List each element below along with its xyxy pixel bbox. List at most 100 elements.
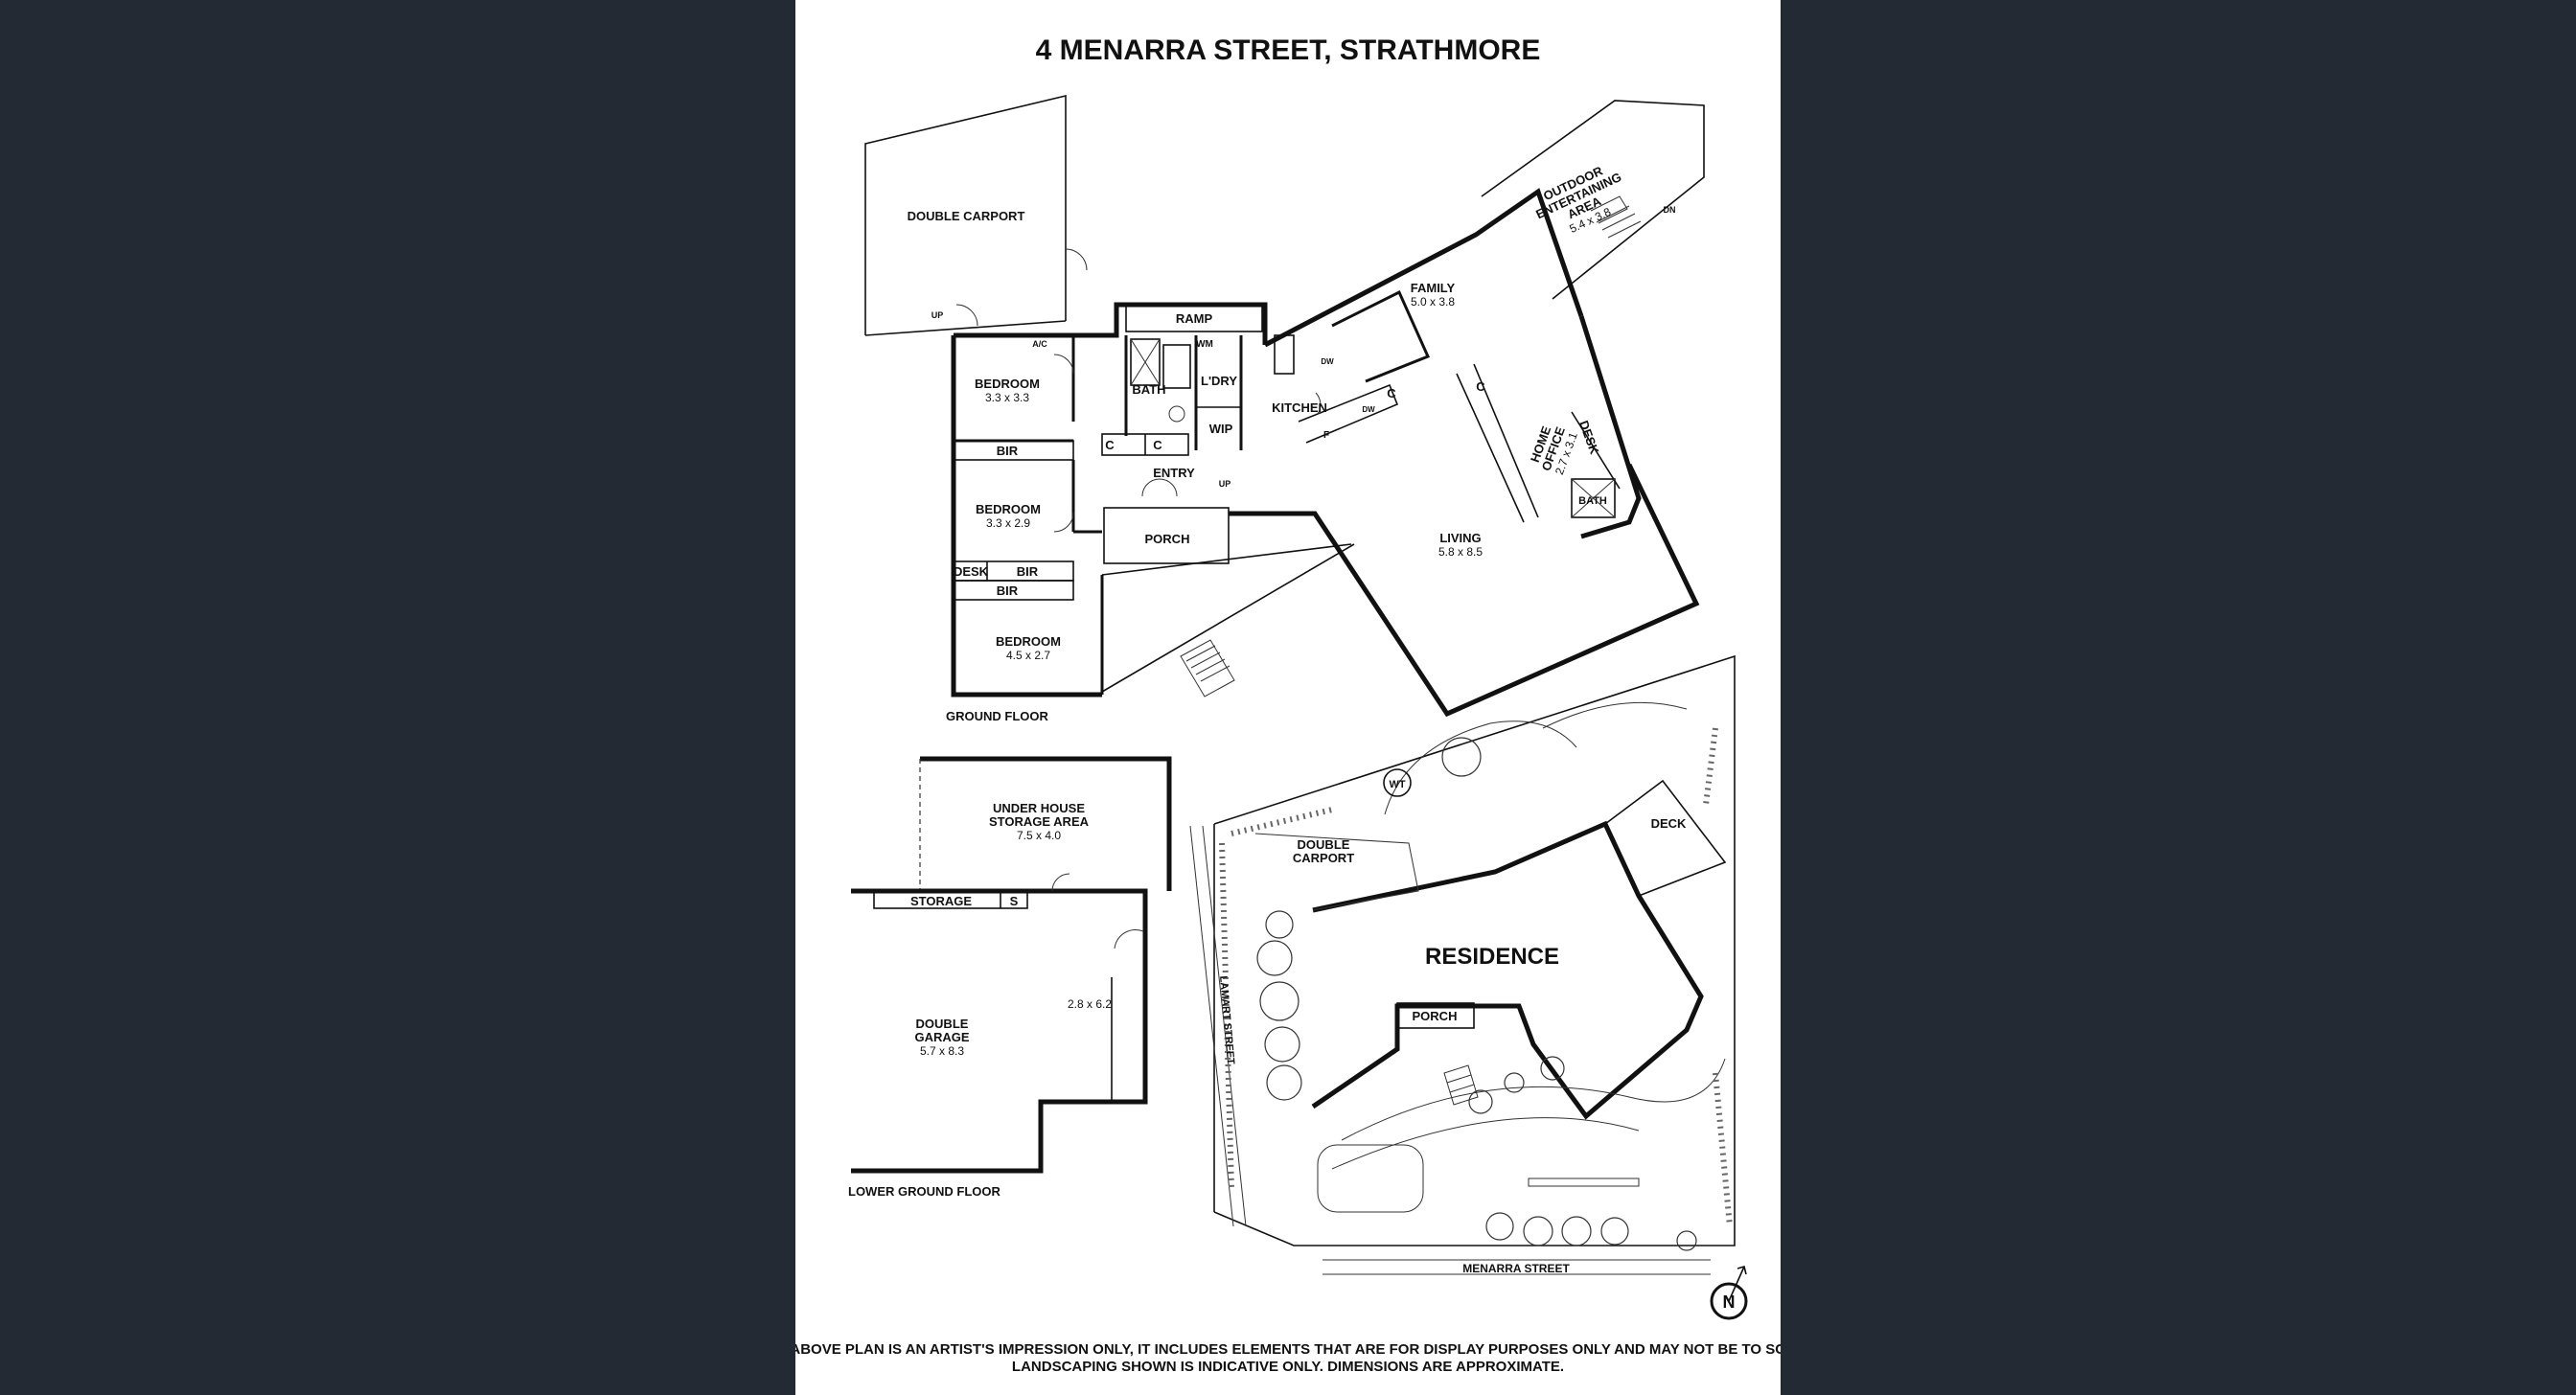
site-porch-rect	[1396, 1002, 1475, 1029]
disclaimer-line2: LANDSCAPING SHOWN IS INDICATIVE ONLY. DI…	[1012, 1359, 1564, 1375]
label-bir3: BIR	[997, 583, 1019, 598]
label-under-house-dims: 7.5 x 4.0	[1017, 829, 1061, 842]
pool-outline	[1317, 1144, 1424, 1213]
label-storage: STORAGE	[910, 894, 972, 908]
label-living-dims: 5.8 x 8.5	[1438, 545, 1483, 559]
label-wt: WT	[1389, 779, 1405, 790]
garden-path-4	[1384, 720, 1577, 815]
label-site-carport-1: DOUBLE	[1298, 837, 1350, 852]
hedge-southeast	[1713, 1072, 1733, 1227]
label-residence: RESIDENCE	[1425, 944, 1559, 970]
garden-path-1	[1341, 1058, 1726, 1141]
label-dn: DN	[1664, 205, 1676, 215]
shower-rect	[1130, 338, 1161, 386]
label-wip: WIP	[1209, 422, 1233, 436]
ground-floor-plan: DOUBLE CARPORT BEDROOM 3.3 x 3.3 BEDROOM…	[864, 94, 1705, 723]
site-stairs	[1443, 1064, 1479, 1106]
label-site-porch: PORCH	[1413, 1009, 1458, 1023]
label-garage-dims: 5.7 x 8.3	[920, 1044, 964, 1058]
label-ramp: RAMP	[1176, 311, 1213, 326]
label-under-house-1: UNDER HOUSE	[993, 801, 1085, 815]
site-boundary	[1213, 654, 1736, 1246]
label-bath2: BATH	[1578, 495, 1607, 507]
bir3-rect	[953, 580, 1074, 601]
label-c3: C	[1387, 386, 1396, 400]
disclaimer-line1: THE ABOVE PLAN IS AN ARTIST'S IMPRESSION…	[795, 1341, 1781, 1358]
office-desk-edge	[1571, 411, 1621, 490]
label-workshop-dims: 2.8 x 6.2	[1068, 997, 1112, 1011]
entry-door-swing1	[1141, 478, 1161, 497]
label-up2: UP	[1219, 479, 1231, 489]
label-family-dims: 5.0 x 3.8	[1411, 295, 1455, 309]
porch-rect	[1103, 507, 1230, 564]
north-wall-west	[954, 302, 1268, 345]
label-porch: PORCH	[1145, 532, 1190, 546]
label-s: S	[1010, 894, 1019, 908]
office-wall	[1578, 315, 1642, 539]
label-kitchen: KITCHEN	[1272, 400, 1327, 415]
storage-door-swing	[1051, 873, 1070, 892]
kitchen-island	[1331, 289, 1431, 383]
label-site-carport-2: CARPORT	[1293, 851, 1354, 865]
bed1-door-swing	[1053, 354, 1074, 375]
outdoor-outline	[1481, 100, 1705, 300]
north-arrow-icon: N	[1710, 1266, 1748, 1320]
label-ground-floor: GROUND FLOOR	[946, 709, 1048, 723]
label-desk2: DESK	[1576, 419, 1602, 457]
family-wall-north	[1263, 188, 1584, 348]
carport-edge	[864, 320, 1067, 336]
toilet-bowl	[1168, 405, 1185, 423]
label-entry: ENTRY	[1153, 466, 1195, 480]
label-bedroom3: BEDROOM	[996, 634, 1061, 649]
ramp-rect	[1125, 304, 1263, 332]
label-garage-2: GARAGE	[914, 1030, 969, 1044]
residence-footprint	[1311, 820, 1704, 1120]
label-living: LIVING	[1439, 531, 1481, 545]
label-up1: UP	[932, 310, 944, 320]
label-wm: WM	[1196, 339, 1213, 350]
label-menarra-street: MENARRA STREET	[1462, 1262, 1570, 1275]
label-dw1: DW	[1321, 357, 1334, 366]
floor-plan-sheet: 4 MENARRA STREET, STRATHMORE	[795, 0, 1781, 1395]
label-lower-ground-floor: LOWER GROUND FLOOR	[848, 1184, 1000, 1199]
deck-edge	[1101, 543, 1352, 576]
garden-bench	[1528, 1178, 1640, 1187]
under-house-wall	[920, 756, 1172, 891]
office-joinery-1	[1456, 373, 1525, 523]
bath2-rect	[1571, 478, 1616, 518]
garage-door-swing	[1114, 928, 1144, 949]
label-bedroom3-dims: 4.5 x 2.7	[1006, 649, 1050, 662]
lamart-street-line-2	[1189, 825, 1234, 1227]
stairs-ground	[1180, 639, 1235, 698]
label-desk1: DESK	[954, 564, 989, 579]
label-deck: DECK	[1651, 816, 1687, 831]
plan-title: 4 MENARRA STREET, STRATHMORE	[1036, 34, 1541, 66]
kitchen-bench-south	[1298, 383, 1399, 444]
deck-edge-2	[1101, 543, 1355, 693]
garage-wall	[851, 888, 1148, 1174]
north-label: N	[1723, 1292, 1736, 1312]
label-bir1: BIR	[997, 444, 1019, 458]
garden-path-3	[1542, 701, 1688, 729]
label-double-carport: DOUBLE CARPORT	[908, 209, 1025, 223]
site-plan: WT DOUBLE CARPORT DECK RESIDENCE PORCH L…	[1189, 654, 1748, 1320]
deck-outline	[1604, 779, 1727, 897]
carport-outline	[864, 94, 1067, 335]
carport-entry-swing	[955, 304, 978, 327]
label-bedroom1: BEDROOM	[975, 377, 1040, 391]
label-family: FAMILY	[1411, 281, 1456, 295]
floor-plan-drawing: 4 MENARRA STREET, STRATHMORE	[795, 34, 1781, 1375]
office-label-group: HOME OFFICE 2.7 x 3.1	[1528, 423, 1580, 476]
garden-path-2	[1331, 1117, 1640, 1170]
bath2-cross2	[1571, 478, 1616, 518]
entry-door-swing2	[1159, 478, 1178, 497]
label-under-house-2: STORAGE AREA	[989, 814, 1090, 829]
label-bedroom1-dims: 3.3 x 3.3	[985, 391, 1029, 404]
hedge-east	[1703, 727, 1718, 806]
label-c4: C	[1476, 379, 1485, 394]
label-lamart-street: LAMART STREET	[1217, 975, 1236, 1065]
vanity-rect	[1162, 344, 1191, 389]
shower-cross2	[1130, 338, 1161, 386]
label-ac: A/C	[1032, 339, 1047, 349]
label-bir2: BIR	[1017, 564, 1039, 579]
